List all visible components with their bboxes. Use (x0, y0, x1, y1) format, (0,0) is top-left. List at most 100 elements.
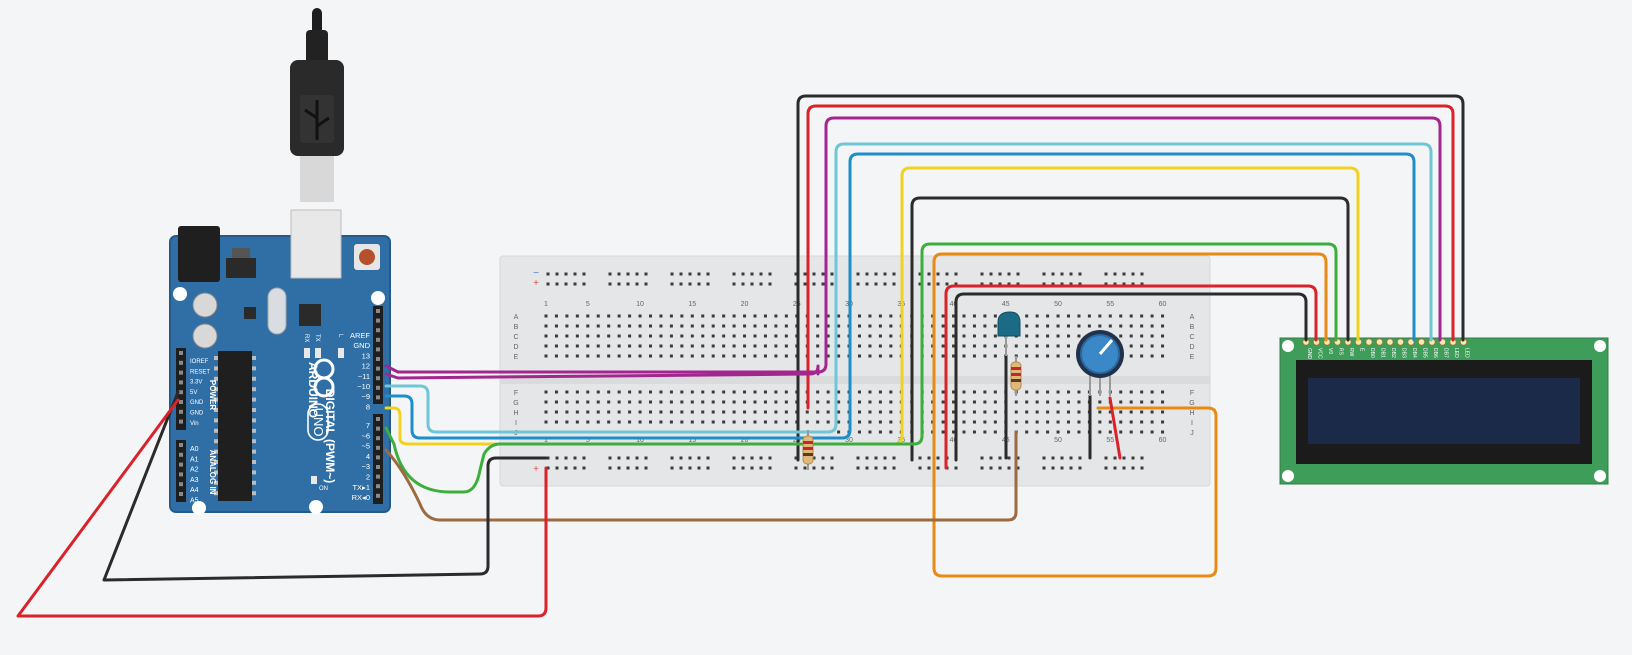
breadboard-hole[interactable] (1035, 430, 1039, 434)
breadboard-hole[interactable] (732, 324, 736, 328)
breadboard-hole[interactable] (1140, 354, 1144, 358)
breadboard-hole[interactable] (878, 400, 882, 404)
rail-hole[interactable] (989, 282, 993, 286)
rail-hole[interactable] (697, 272, 701, 276)
breadboard-hole[interactable] (732, 334, 736, 338)
header-pin[interactable] (376, 395, 380, 400)
breadboard-hole[interactable] (837, 430, 841, 434)
breadboard-hole[interactable] (1046, 344, 1050, 348)
breadboard-hole[interactable] (575, 410, 579, 414)
wire-magenta-pin11-e[interactable] (384, 364, 820, 380)
breadboard-hole[interactable] (732, 390, 736, 394)
breadboard-hole[interactable] (649, 400, 652, 404)
breadboard-hole[interactable] (1067, 410, 1070, 414)
header-pin[interactable] (376, 436, 380, 441)
breadboard-hole[interactable] (858, 390, 861, 394)
breadboard-hole[interactable] (1150, 334, 1154, 338)
rail-hole[interactable] (954, 272, 958, 276)
breadboard-hole[interactable] (858, 324, 861, 328)
rail-hole[interactable] (1042, 466, 1046, 470)
breadboard-hole[interactable] (993, 390, 997, 394)
breadboard-hole[interactable] (753, 410, 757, 414)
breadboard-hole[interactable] (628, 400, 632, 404)
breadboard-hole[interactable] (868, 390, 872, 394)
breadboard-hole[interactable] (1161, 430, 1165, 434)
breadboard-hole[interactable] (774, 420, 778, 424)
breadboard-hole[interactable] (774, 354, 778, 358)
rail-hole[interactable] (1051, 272, 1055, 276)
rail-hole[interactable] (617, 282, 621, 286)
header-pin[interactable] (179, 419, 183, 424)
breadboard-hole[interactable] (784, 314, 788, 318)
breadboard-hole[interactable] (565, 390, 569, 394)
rail-hole[interactable] (1060, 282, 1064, 286)
breadboard-hole[interactable] (701, 344, 705, 348)
breadboard-hole[interactable] (1129, 314, 1133, 318)
breadboard-hole[interactable] (617, 324, 621, 328)
breadboard-hole[interactable] (565, 410, 569, 414)
breadboard-hole[interactable] (837, 410, 841, 414)
breadboard-hole[interactable] (680, 420, 684, 424)
breadboard-hole[interactable] (763, 334, 767, 338)
breadboard-hole[interactable] (575, 390, 579, 394)
breadboard-hole[interactable] (1035, 410, 1039, 414)
breadboard-hole[interactable] (690, 420, 694, 424)
breadboard-hole[interactable] (1129, 410, 1133, 414)
breadboard-hole[interactable] (826, 400, 830, 404)
breadboard-hole[interactable] (1067, 400, 1070, 404)
breadboard-hole[interactable] (889, 344, 893, 348)
breadboard-hole[interactable] (575, 354, 579, 358)
breadboard-hole[interactable] (983, 390, 987, 394)
rail-hole[interactable] (980, 466, 984, 470)
breadboard-hole[interactable] (993, 400, 997, 404)
breadboard-hole[interactable] (701, 420, 705, 424)
breadboard-hole[interactable] (1077, 324, 1081, 328)
header-pin[interactable] (179, 492, 183, 496)
breadboard-hole[interactable] (669, 344, 673, 348)
breadboard-hole[interactable] (701, 354, 705, 358)
rail-hole[interactable] (1131, 466, 1135, 470)
breadboard-hole[interactable] (941, 344, 945, 348)
breadboard-hole[interactable] (972, 334, 976, 338)
breadboard-hole[interactable] (1098, 324, 1102, 328)
breadboard-hole[interactable] (983, 410, 987, 414)
rail-hole[interactable] (1122, 282, 1126, 286)
breadboard-hole[interactable] (816, 354, 820, 358)
breadboard-hole[interactable] (554, 334, 558, 338)
breadboard-hole[interactable] (607, 314, 611, 318)
header-pin[interactable] (376, 445, 380, 450)
breadboard-hole[interactable] (753, 354, 757, 358)
breadboard-hole[interactable] (1056, 354, 1060, 358)
breadboard-hole[interactable] (722, 390, 726, 394)
rail-hole[interactable] (794, 456, 798, 460)
breadboard-hole[interactable] (649, 334, 652, 338)
breadboard-hole[interactable] (941, 430, 945, 434)
breadboard-hole[interactable] (1108, 410, 1112, 414)
rail-hole[interactable] (741, 456, 745, 460)
breadboard-hole[interactable] (868, 334, 872, 338)
breadboard-hole[interactable] (1056, 314, 1060, 318)
rail-hole[interactable] (555, 466, 559, 470)
breadboard-hole[interactable] (941, 410, 945, 414)
rail-hole[interactable] (998, 456, 1002, 460)
wire-red-lcd-vcc-rail[interactable] (806, 104, 1455, 410)
breadboard-hole[interactable] (596, 344, 600, 348)
wire-red-pot-vcc[interactable] (1108, 396, 1122, 460)
rail-hole[interactable] (1007, 456, 1011, 460)
rail-hole[interactable] (644, 466, 648, 470)
rail-hole[interactable] (998, 282, 1002, 286)
breadboard-hole[interactable] (649, 390, 652, 394)
header-pin[interactable] (179, 409, 183, 414)
breadboard-hole[interactable] (1140, 344, 1144, 348)
breadboard-hole[interactable] (889, 400, 893, 404)
rail-hole[interactable] (546, 272, 550, 276)
breadboard-hole[interactable] (993, 314, 997, 318)
led-blue[interactable] (997, 311, 1021, 356)
breadboard-hole[interactable] (617, 390, 621, 394)
breadboard-hole[interactable] (962, 324, 966, 328)
rail-hole[interactable] (918, 456, 922, 460)
breadboard-hole[interactable] (1067, 324, 1070, 328)
breadboard-hole[interactable] (1140, 334, 1144, 338)
breadboard-hole[interactable] (763, 390, 767, 394)
breadboard-hole[interactable] (952, 354, 956, 358)
